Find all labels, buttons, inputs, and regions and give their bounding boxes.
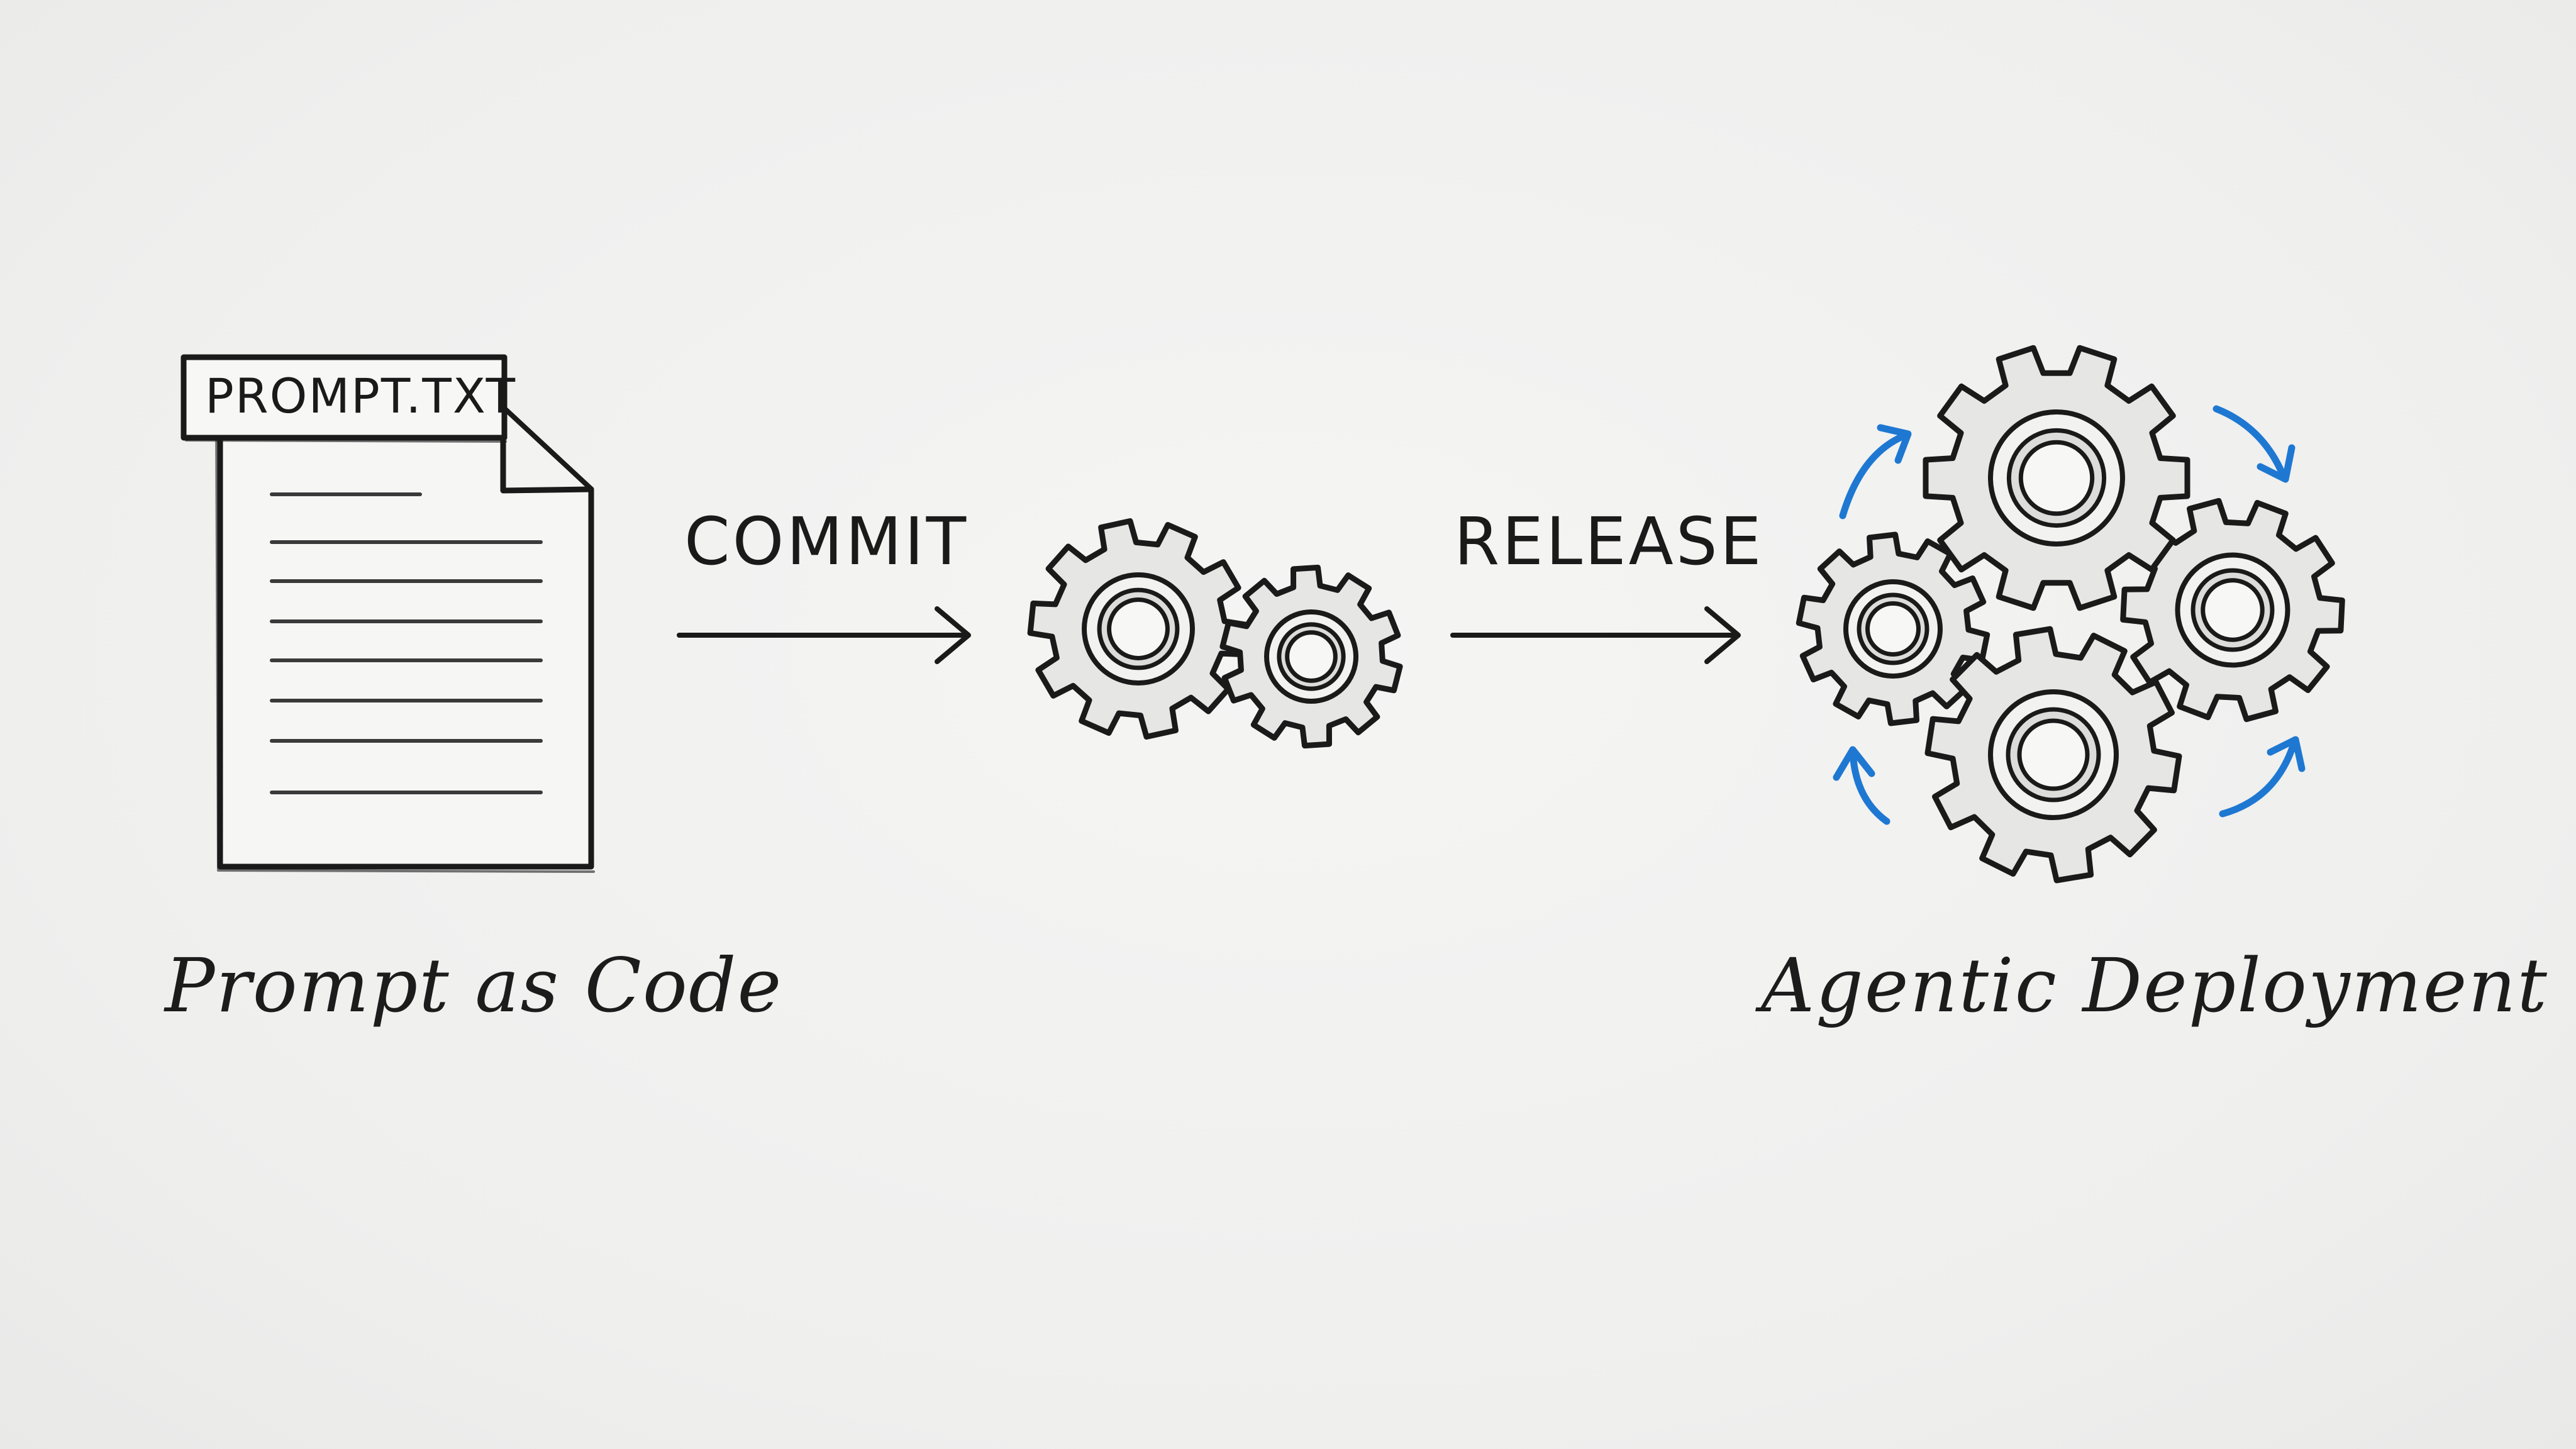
cluster-gear-right	[2120, 497, 2345, 723]
release-arrow	[1450, 606, 1741, 664]
cycle-arrow-icon	[1833, 405, 2306, 825]
release-label: RELEASE	[1454, 503, 1764, 580]
gear-large	[1027, 518, 1250, 740]
gear-small	[1219, 564, 1403, 749]
cluster-gear-bottom	[1924, 626, 2182, 884]
cluster-gear-top	[1923, 345, 2190, 611]
gear-cluster-icon	[1796, 345, 2345, 884]
commit-label: COMMIT	[684, 503, 969, 580]
cluster-gear-left	[1796, 531, 1990, 726]
right-caption: Agentic Deployment	[1761, 942, 2548, 1029]
left-caption: Prompt as Code	[165, 942, 783, 1029]
document-icon	[180, 354, 595, 873]
file-tab-label: PROMPT.TXT	[205, 368, 516, 424]
commit-arrow	[677, 606, 971, 664]
gear-pair-icon	[1027, 518, 1403, 749]
